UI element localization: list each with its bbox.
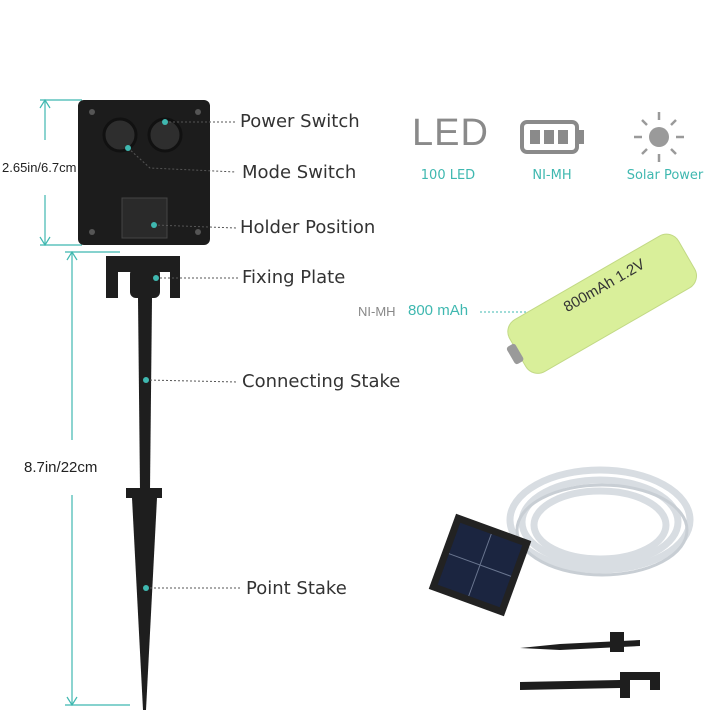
spare-stakes xyxy=(520,632,660,698)
callout-point-stake: Point Stake xyxy=(246,578,347,599)
box-height-dimension: 2.65in/6.7cm xyxy=(2,160,77,175)
solar-panel xyxy=(428,513,532,617)
feature-solar-label: Solar Power xyxy=(626,168,704,183)
holder-slot xyxy=(121,197,168,239)
feature-led-label: 100 LED xyxy=(420,168,476,183)
callout-connecting-stake: Connecting Stake xyxy=(242,371,401,392)
dimension-lines xyxy=(39,98,130,707)
battery-capacity: 800 mAh xyxy=(408,302,469,319)
battery-cell xyxy=(506,233,697,374)
controller-box xyxy=(78,100,210,245)
rope-light-coil xyxy=(506,466,694,577)
callout-holder-position: Holder Position xyxy=(240,217,376,238)
callout-power-switch: Power Switch xyxy=(240,111,360,132)
callout-mode-switch: Mode Switch xyxy=(242,162,357,183)
sun-icon xyxy=(634,112,684,162)
led-icon: LED xyxy=(412,112,489,154)
battery-type: NI-MH xyxy=(358,304,396,319)
callout-lines xyxy=(127,121,565,589)
power-switch-button xyxy=(102,117,138,153)
callout-fixing-plate: Fixing Plate xyxy=(242,267,346,288)
ground-stake xyxy=(106,256,180,710)
stake-height-dimension: 8.7in/22cm xyxy=(24,459,98,476)
feature-battery-label: NI-MH xyxy=(532,168,572,183)
battery-icon xyxy=(520,120,584,154)
